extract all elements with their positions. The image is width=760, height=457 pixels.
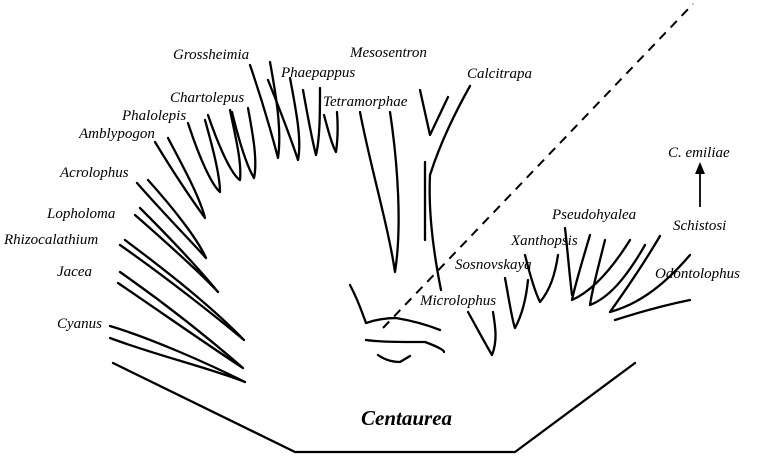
arrow-branch-tail: [378, 355, 410, 362]
branch-cyanus: [110, 326, 245, 382]
taxon-label-chartolepus: Chartolepus: [170, 90, 244, 106]
branch-odontolophus: [615, 300, 690, 320]
dashed-separator-line: [383, 4, 693, 328]
taxon-label-cyanus: Cyanus: [57, 316, 102, 332]
branch-microlophus: [468, 312, 496, 355]
taxon-label-rhizocalathium: Rhizocalathium: [3, 232, 98, 248]
taxon-label-phaepappus: Phaepappus: [280, 65, 355, 81]
arrow-branch-lower: [366, 340, 444, 352]
taxon-label-phalolepis: Phalolepis: [121, 108, 186, 124]
branch-chartolepus-2: [232, 108, 255, 178]
branch-rhizocalathium: [120, 240, 244, 340]
taxon-label-amblypogon: Amblypogon: [78, 126, 155, 142]
taxon-label-acrolophus: Acrolophus: [59, 165, 129, 181]
taxon-label-schistosi: Schistosi: [673, 218, 726, 234]
taxon-label-lopholoma: Lopholoma: [46, 206, 115, 222]
right-branch-group: [468, 228, 690, 355]
taxon-label-pseudohyalea: Pseudohyalea: [551, 207, 636, 223]
taxon-label-mesosentron: Mesosentron: [349, 45, 427, 61]
root-label: Centaurea: [361, 406, 452, 430]
taxon-label-calcitrapa: Calcitrapa: [467, 66, 532, 82]
branch-chartolepus: [208, 110, 240, 180]
branch-pseudohyalea-2: [572, 235, 630, 300]
outgroup-label: C. emiliae: [668, 145, 730, 161]
taxon-label-microlophus: Microlophus: [419, 293, 496, 309]
taxon-label-sosnovskaya: Sosnovskaya: [455, 257, 532, 273]
taxon-label-odontolophus: Odontolophus: [655, 266, 740, 282]
outgroup-arrow-head: [695, 162, 705, 174]
branch-sosnovskaya: [505, 278, 528, 328]
branch-mesosentron: [420, 90, 448, 135]
branch-grossheimia-2: [268, 78, 299, 160]
taxon-label-grossheimia: Grossheimia: [173, 47, 249, 63]
taxon-label-xanthopsis: Xanthopsis: [510, 233, 578, 249]
branch-tetramorphae: [360, 112, 399, 272]
taxon-label-jacea: Jacea: [57, 264, 92, 280]
central-branch-group: [360, 86, 470, 290]
branch-phaepappus: [303, 88, 320, 155]
branch-phalolepis: [188, 120, 220, 192]
taxon-label-tetramorphae: Tetramorphae: [323, 94, 408, 110]
branch-phaepappus-2: [324, 112, 338, 152]
